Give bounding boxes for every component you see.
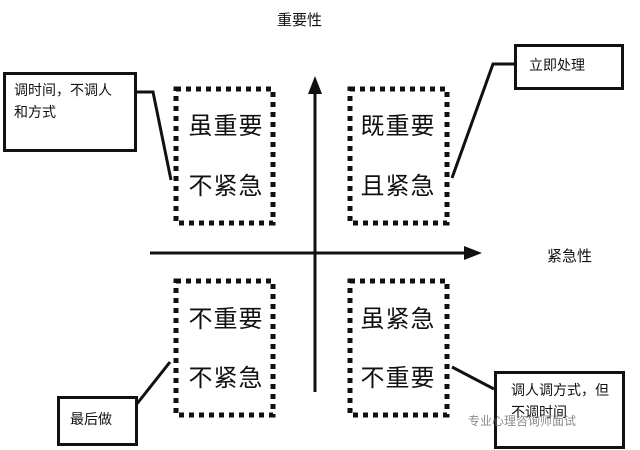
- quadrant-box-top-right: [347, 86, 450, 226]
- quadrant-box-bottom-right: [347, 278, 450, 418]
- x-axis-label: 紧急性: [547, 247, 593, 265]
- horizontal-axis-arrowhead: [464, 246, 482, 260]
- quadrant-top-right-line2: 且紧急: [360, 172, 436, 200]
- watermark-text: 专业心理咨询师面试: [468, 414, 577, 428]
- quadrant-box-top-left: [173, 86, 276, 226]
- quadrant-box-bottom-left: [173, 278, 276, 418]
- quadrant-top-left-line2: 不紧急: [188, 172, 264, 200]
- note-bottom-right: 调人调方式，但 不调时间: [494, 371, 625, 449]
- note-top-left: 调时间，不调人 和方式: [3, 72, 137, 152]
- note-top-right-line1: 立即处理: [529, 58, 585, 74]
- quadrant-bottom-left-line1: 不重要: [188, 305, 264, 333]
- quadrant-bottom-left-line2: 不紧急: [188, 364, 264, 392]
- connector-top-right: [450, 62, 514, 179]
- note-bottom-right-line1: 调人调方式，但: [511, 383, 609, 399]
- vertical-axis-arrowhead: [308, 76, 322, 94]
- note-top-left-line1: 调时间，不调人: [14, 83, 112, 99]
- note-top-right: 立即处理: [514, 44, 624, 90]
- connector-top-left: [137, 90, 173, 181]
- note-top-left-line2: 和方式: [14, 105, 56, 121]
- quadrant-top-left-line1: 虽重要: [188, 112, 264, 140]
- connector-bottom-left: [134, 361, 172, 406]
- quadrant-top-right-line1: 既重要: [360, 112, 436, 140]
- connector-bottom-right: [451, 365, 495, 391]
- quadrant-bottom-right-line2: 不重要: [360, 364, 436, 392]
- quadrant-bottom-right-line1: 虽紧急: [360, 305, 436, 333]
- note-bottom-right-line2: 不调时间: [511, 405, 567, 421]
- note-bottom-left: 最后做: [57, 396, 138, 446]
- y-axis-label: 重要性: [277, 11, 323, 29]
- note-bottom-left-line1: 最后做: [70, 412, 112, 428]
